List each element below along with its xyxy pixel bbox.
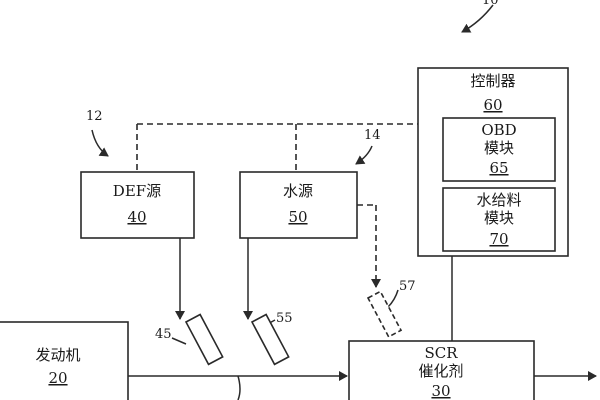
control-lines [136, 123, 418, 288]
water-feed-module-box [442, 187, 556, 252]
scr-catalyst-title: SCR [424, 344, 458, 362]
engine-title: 发动机 [35, 346, 80, 364]
water-nozzle2-ref-label: 57 [399, 279, 416, 294]
scr-catalyst-box [348, 340, 535, 400]
controller-number: 60 [483, 96, 502, 114]
def-group-leader-arrow [91, 129, 109, 157]
system-leader-arrow [461, 4, 494, 33]
obd-module-title: OBD [481, 121, 516, 139]
water-feed-module-title: 水给料 [476, 191, 521, 209]
water-source-box [239, 171, 358, 239]
def-source-title: DEF源 [113, 182, 161, 200]
water-nozzle-ref-label: 55 [276, 311, 293, 326]
obd-module-subtitle: 模块 [484, 139, 514, 157]
engine-box [0, 321, 129, 400]
nozzle45-leader [171, 337, 187, 345]
def-source-number: 40 [127, 208, 146, 226]
water-feed-module-subtitle: 模块 [484, 209, 514, 227]
water-injector-body [250, 313, 290, 366]
controller-title: 控制器 [470, 72, 515, 90]
water-injector [250, 313, 290, 366]
water-group-leader-arrow [355, 145, 373, 165]
water-injector-alt [366, 290, 403, 338]
engine-number: 20 [48, 369, 67, 387]
water-source-number: 50 [288, 208, 307, 226]
def-group-ref-label: 12 [86, 109, 103, 124]
def-injector [184, 313, 224, 366]
scr-catalyst-block: SCR 催化剂 30 [348, 340, 535, 400]
water-source-block: 水源 50 [239, 171, 358, 239]
def-source-box [80, 171, 195, 239]
def-nozzle-ref-label: 45 [155, 327, 172, 342]
obd-module-number: 65 [489, 159, 508, 177]
controller-block: 控制器 60 OBD 模块 65 水给料 模块 70 [417, 67, 569, 257]
nozzle57-leader [387, 289, 399, 308]
water-feed-module-number: 70 [489, 230, 508, 248]
water-group-ref-label: 14 [364, 128, 381, 143]
water-source-title: 水源 [283, 182, 313, 200]
exhaust-curve [237, 375, 241, 400]
scr-catalyst-subtitle: 催化剂 [418, 362, 463, 380]
obd-module-box [442, 117, 556, 182]
system-ref-label: 10 [482, 0, 499, 8]
scr-catalyst-number: 30 [431, 382, 450, 400]
engine-block: 发动机 20 [0, 321, 129, 400]
def-source-block: DEF源 40 [80, 171, 195, 239]
flow-lines [128, 238, 597, 400]
water-injector-alt-body [366, 290, 403, 338]
def-injector-body [184, 313, 224, 366]
